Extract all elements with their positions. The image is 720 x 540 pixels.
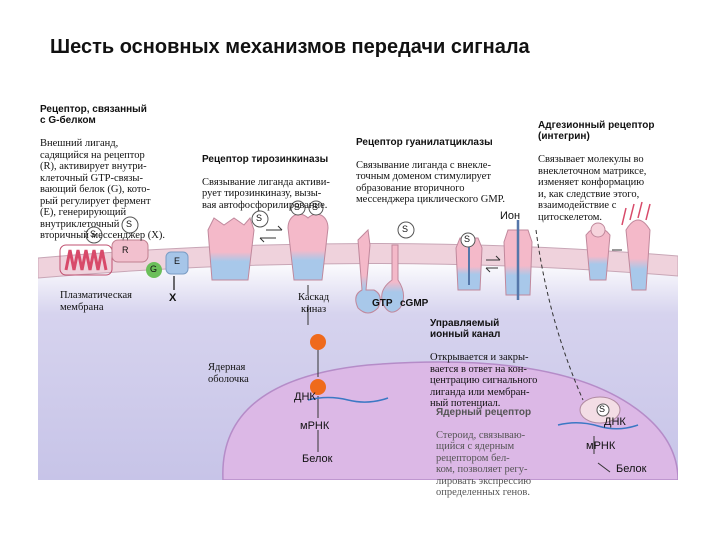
g-label: G <box>150 264 158 274</box>
nuclear-body: Стероид, связываю- щийся с ядерным рецеп… <box>436 429 532 499</box>
tyrosine-heading: Рецептор тирозинкиназы <box>202 153 329 165</box>
signal-diagram: Рецептор, связанный с G-белком Внешний л… <box>38 80 678 498</box>
dna-label-right: ДНК <box>604 416 626 428</box>
gpcr-receptor <box>64 249 108 271</box>
s-marker: S <box>312 202 319 212</box>
protein-label-right: Белок <box>616 463 647 475</box>
guanylyl-block: Рецептор гуанилатциклазы Связывание лига… <box>356 125 531 217</box>
g-protein <box>146 262 162 278</box>
kinase-dot-1 <box>310 334 326 350</box>
cgmp-label: cGMP <box>400 298 429 309</box>
channel-body: Открывается и закры- вается в ответ на к… <box>430 352 538 409</box>
gprotein-block: Рецептор, связанный с G-белком Внешний л… <box>40 92 200 253</box>
gtp-label: GTP <box>372 298 393 309</box>
page-title: Шесть основных механизмов передачи сигна… <box>50 36 530 58</box>
s-marker: S <box>294 202 301 212</box>
s-marker: S <box>402 224 409 234</box>
diagram-graphics <box>38 200 678 480</box>
s-marker: S <box>126 219 133 229</box>
tyrosine-block: Рецептор тирозинкиназы Связывание лиганд… <box>202 142 362 223</box>
r-label: R <box>122 245 129 255</box>
gprotein-heading: Рецептор, связанный с G-белком <box>40 103 147 127</box>
dna-label-left: ДНК <box>294 391 316 403</box>
guanylyl-heading: Рецептор гуанилатциклазы <box>356 136 493 148</box>
guanylyl-receptor <box>355 221 415 314</box>
adhesion-block: Адгезионный рецептор (интегрин) Связывае… <box>538 108 678 235</box>
nuclear-heading: Ядерный рецептор <box>436 406 532 418</box>
envelope-label: Ядерная оболочка <box>208 362 249 385</box>
nuclear-block: Ядерный рецептор Стероид, связываю- щийс… <box>436 395 556 510</box>
s-marker: S <box>599 404 606 414</box>
s-marker: S <box>464 234 471 244</box>
mrna-label-right: мРНК <box>586 440 616 452</box>
adhesion-heading: Адгезионный рецептор (интегрин) <box>538 119 655 143</box>
e-label: E <box>174 256 181 266</box>
channel-heading: Управляемый ионный канал <box>430 317 501 341</box>
mrna-label-left: мРНК <box>300 420 330 432</box>
ion-label: Ион <box>500 210 521 222</box>
tyrosine-body: Связывание лиганда активи- рует тирозинк… <box>202 176 330 211</box>
dna-strand-left <box>307 396 389 403</box>
guanylyl-body: Связывание лиганда с внекле- точным доме… <box>356 159 505 206</box>
kinase-dot-2 <box>310 379 326 395</box>
integrin-right <box>621 201 651 291</box>
tyrosine-receptor-left <box>207 217 255 281</box>
s-marker: S <box>256 213 263 223</box>
dna-strand-right <box>557 422 639 430</box>
ion-channel-right <box>503 220 533 300</box>
e-enzyme <box>165 251 189 275</box>
protein-label-left: Белок <box>302 453 333 465</box>
membrane-label: Плазматическая мембрана <box>60 290 132 313</box>
cascade-label: Каскад киназ <box>298 292 330 315</box>
ion-channel-left <box>455 237 483 291</box>
nucleus <box>222 361 678 480</box>
x-label: X <box>169 292 177 304</box>
r-protein <box>111 239 149 263</box>
tyrosine-receptor-right <box>287 200 329 281</box>
gprotein-body: Внешний лиганд, садящийся на рецептор (R… <box>40 138 165 241</box>
channel-block: Управляемый ионный канал Открывается и з… <box>430 306 550 421</box>
adhesion-body: Связывает молекулы во внеклеточном матри… <box>538 154 647 223</box>
s-marker: S <box>90 229 97 239</box>
integrin-left <box>585 222 611 281</box>
